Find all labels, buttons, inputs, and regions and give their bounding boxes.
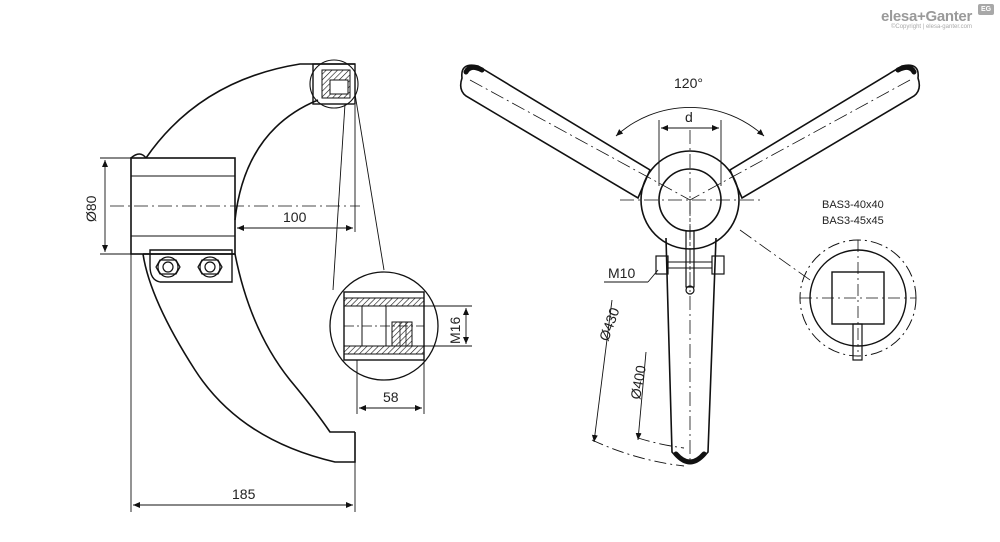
dim-overall-185: 185 — [232, 486, 256, 502]
spoke-outer-edge — [145, 63, 355, 159]
front-dimensions — [591, 107, 765, 467]
dim-diameter-80: Ø80 — [83, 195, 99, 222]
front-centerlines — [469, 79, 911, 460]
spoke-inner-edge — [234, 99, 319, 221]
section-label-45: BAS3-45x45 — [822, 215, 884, 227]
clamp-bolts — [155, 256, 223, 278]
screw-left — [655, 255, 669, 275]
dim-angle-120: 120° — [674, 75, 703, 91]
spoke-bottom — [665, 237, 717, 464]
side-dimensions — [100, 93, 385, 512]
dim-length-100: 100 — [283, 209, 307, 225]
screw-right — [711, 255, 725, 275]
section-label-40: BAS3-40x40 — [822, 199, 884, 211]
clamp-plate — [149, 249, 233, 283]
brand-logo: elesa+Ganter ©Copyright | elesa-ganter.c… — [881, 8, 972, 30]
brand-badge-icon: EG — [978, 4, 994, 15]
dim-diameter-430: Ø430 — [596, 305, 623, 343]
section-view — [799, 239, 917, 361]
dim-thread-m16: M16 — [447, 317, 463, 344]
dim-bore-d: d — [685, 109, 693, 125]
brand-name: elesa+Ganter — [880, 8, 972, 25]
handle-inner-edge — [234, 253, 355, 433]
brand-copyright: ©Copyright | elesa-ganter.com — [890, 24, 972, 30]
side-view — [110, 59, 360, 463]
detail-dimensions — [356, 305, 472, 414]
dim-screw-m10: M10 — [608, 265, 635, 281]
dim-diameter-400: Ø400 — [627, 364, 649, 401]
knob-insert — [312, 63, 356, 105]
dim-depth-58: 58 — [383, 389, 399, 405]
handle-outer-edge — [142, 253, 356, 463]
detail-view — [329, 271, 439, 381]
